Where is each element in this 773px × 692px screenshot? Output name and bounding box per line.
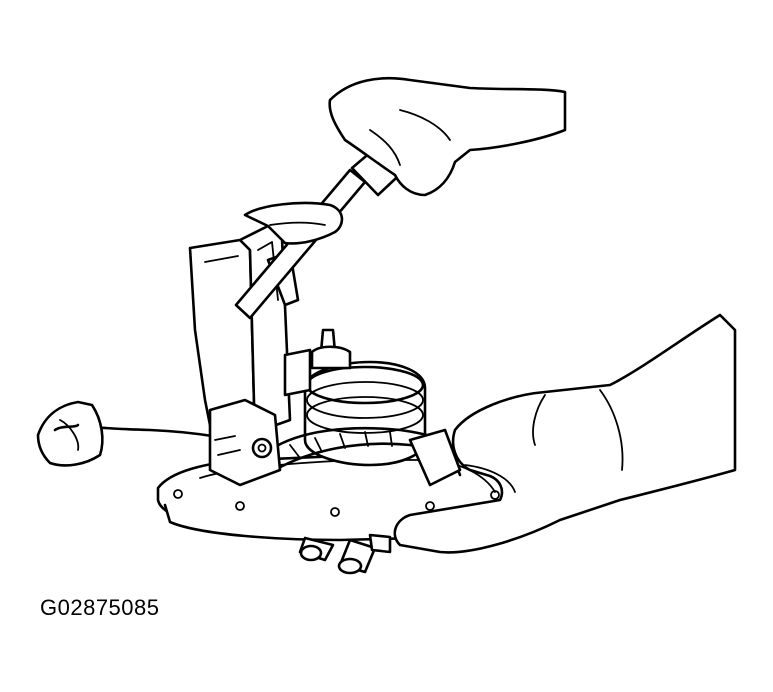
supporting-fingers [243,201,344,245]
right-hand [393,313,737,554]
pump-canister [283,328,427,467]
outlet-pipes [298,533,392,575]
upper-hand [328,76,567,197]
figure-code: G02875085 [40,595,160,620]
fuel-float [36,400,104,467]
wiring-harness [268,426,462,487]
